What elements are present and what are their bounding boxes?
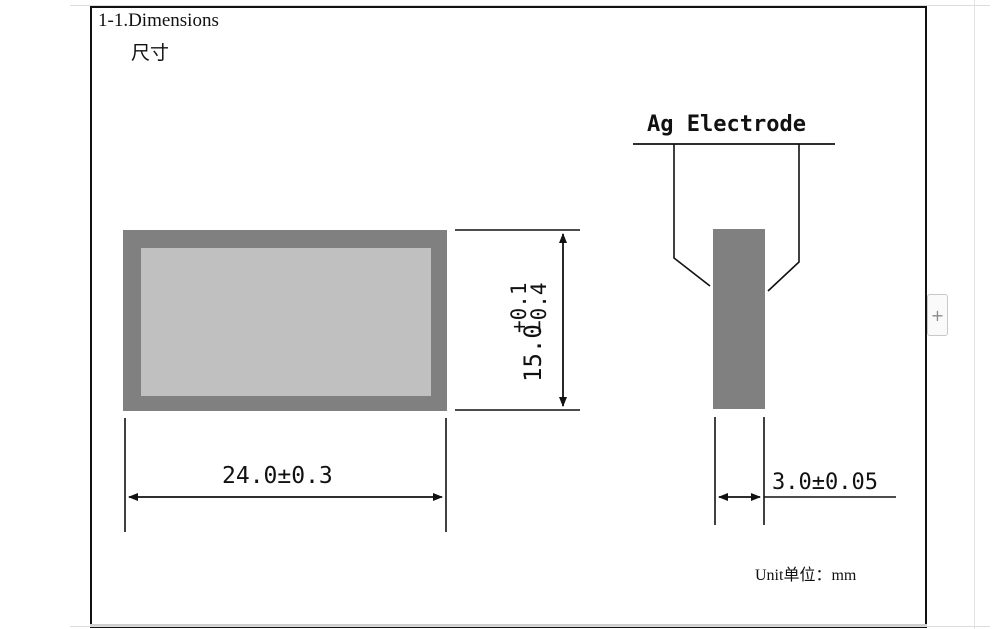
height-dimension-label-group: 15.0 +0.1 −0.4 — [507, 282, 551, 382]
ag-electrode-leader-right — [767, 144, 800, 292]
thickness-dimension-label: 3.0±0.05 — [772, 470, 878, 495]
expand-button[interactable]: + — [927, 294, 948, 336]
side-view-body — [713, 229, 765, 409]
height-dimension-label: 15.0 — [519, 324, 547, 382]
ag-electrode-leader-left — [673, 144, 711, 287]
front-view-electrode-face — [141, 248, 431, 396]
page-edge-bottom — [70, 626, 990, 627]
page-edge-top — [70, 5, 990, 6]
page-edge-right — [974, 0, 975, 629]
figure-frame — [90, 6, 927, 628]
unit-note: Unit单位：mm — [755, 567, 857, 584]
plus-icon: + — [930, 305, 945, 325]
height-tolerance-plus: +0.1 — [507, 282, 531, 333]
ag-electrode-label: Ag Electrode — [647, 112, 806, 137]
height-tolerance-minus: −0.4 — [527, 282, 551, 333]
section-subtitle-cn: 尺寸 — [131, 43, 170, 64]
width-dimension-label: 24.0±0.3 — [222, 463, 333, 489]
figure-frame-shadow — [90, 624, 927, 627]
section-title: 1-1.Dimensions — [98, 10, 219, 31]
